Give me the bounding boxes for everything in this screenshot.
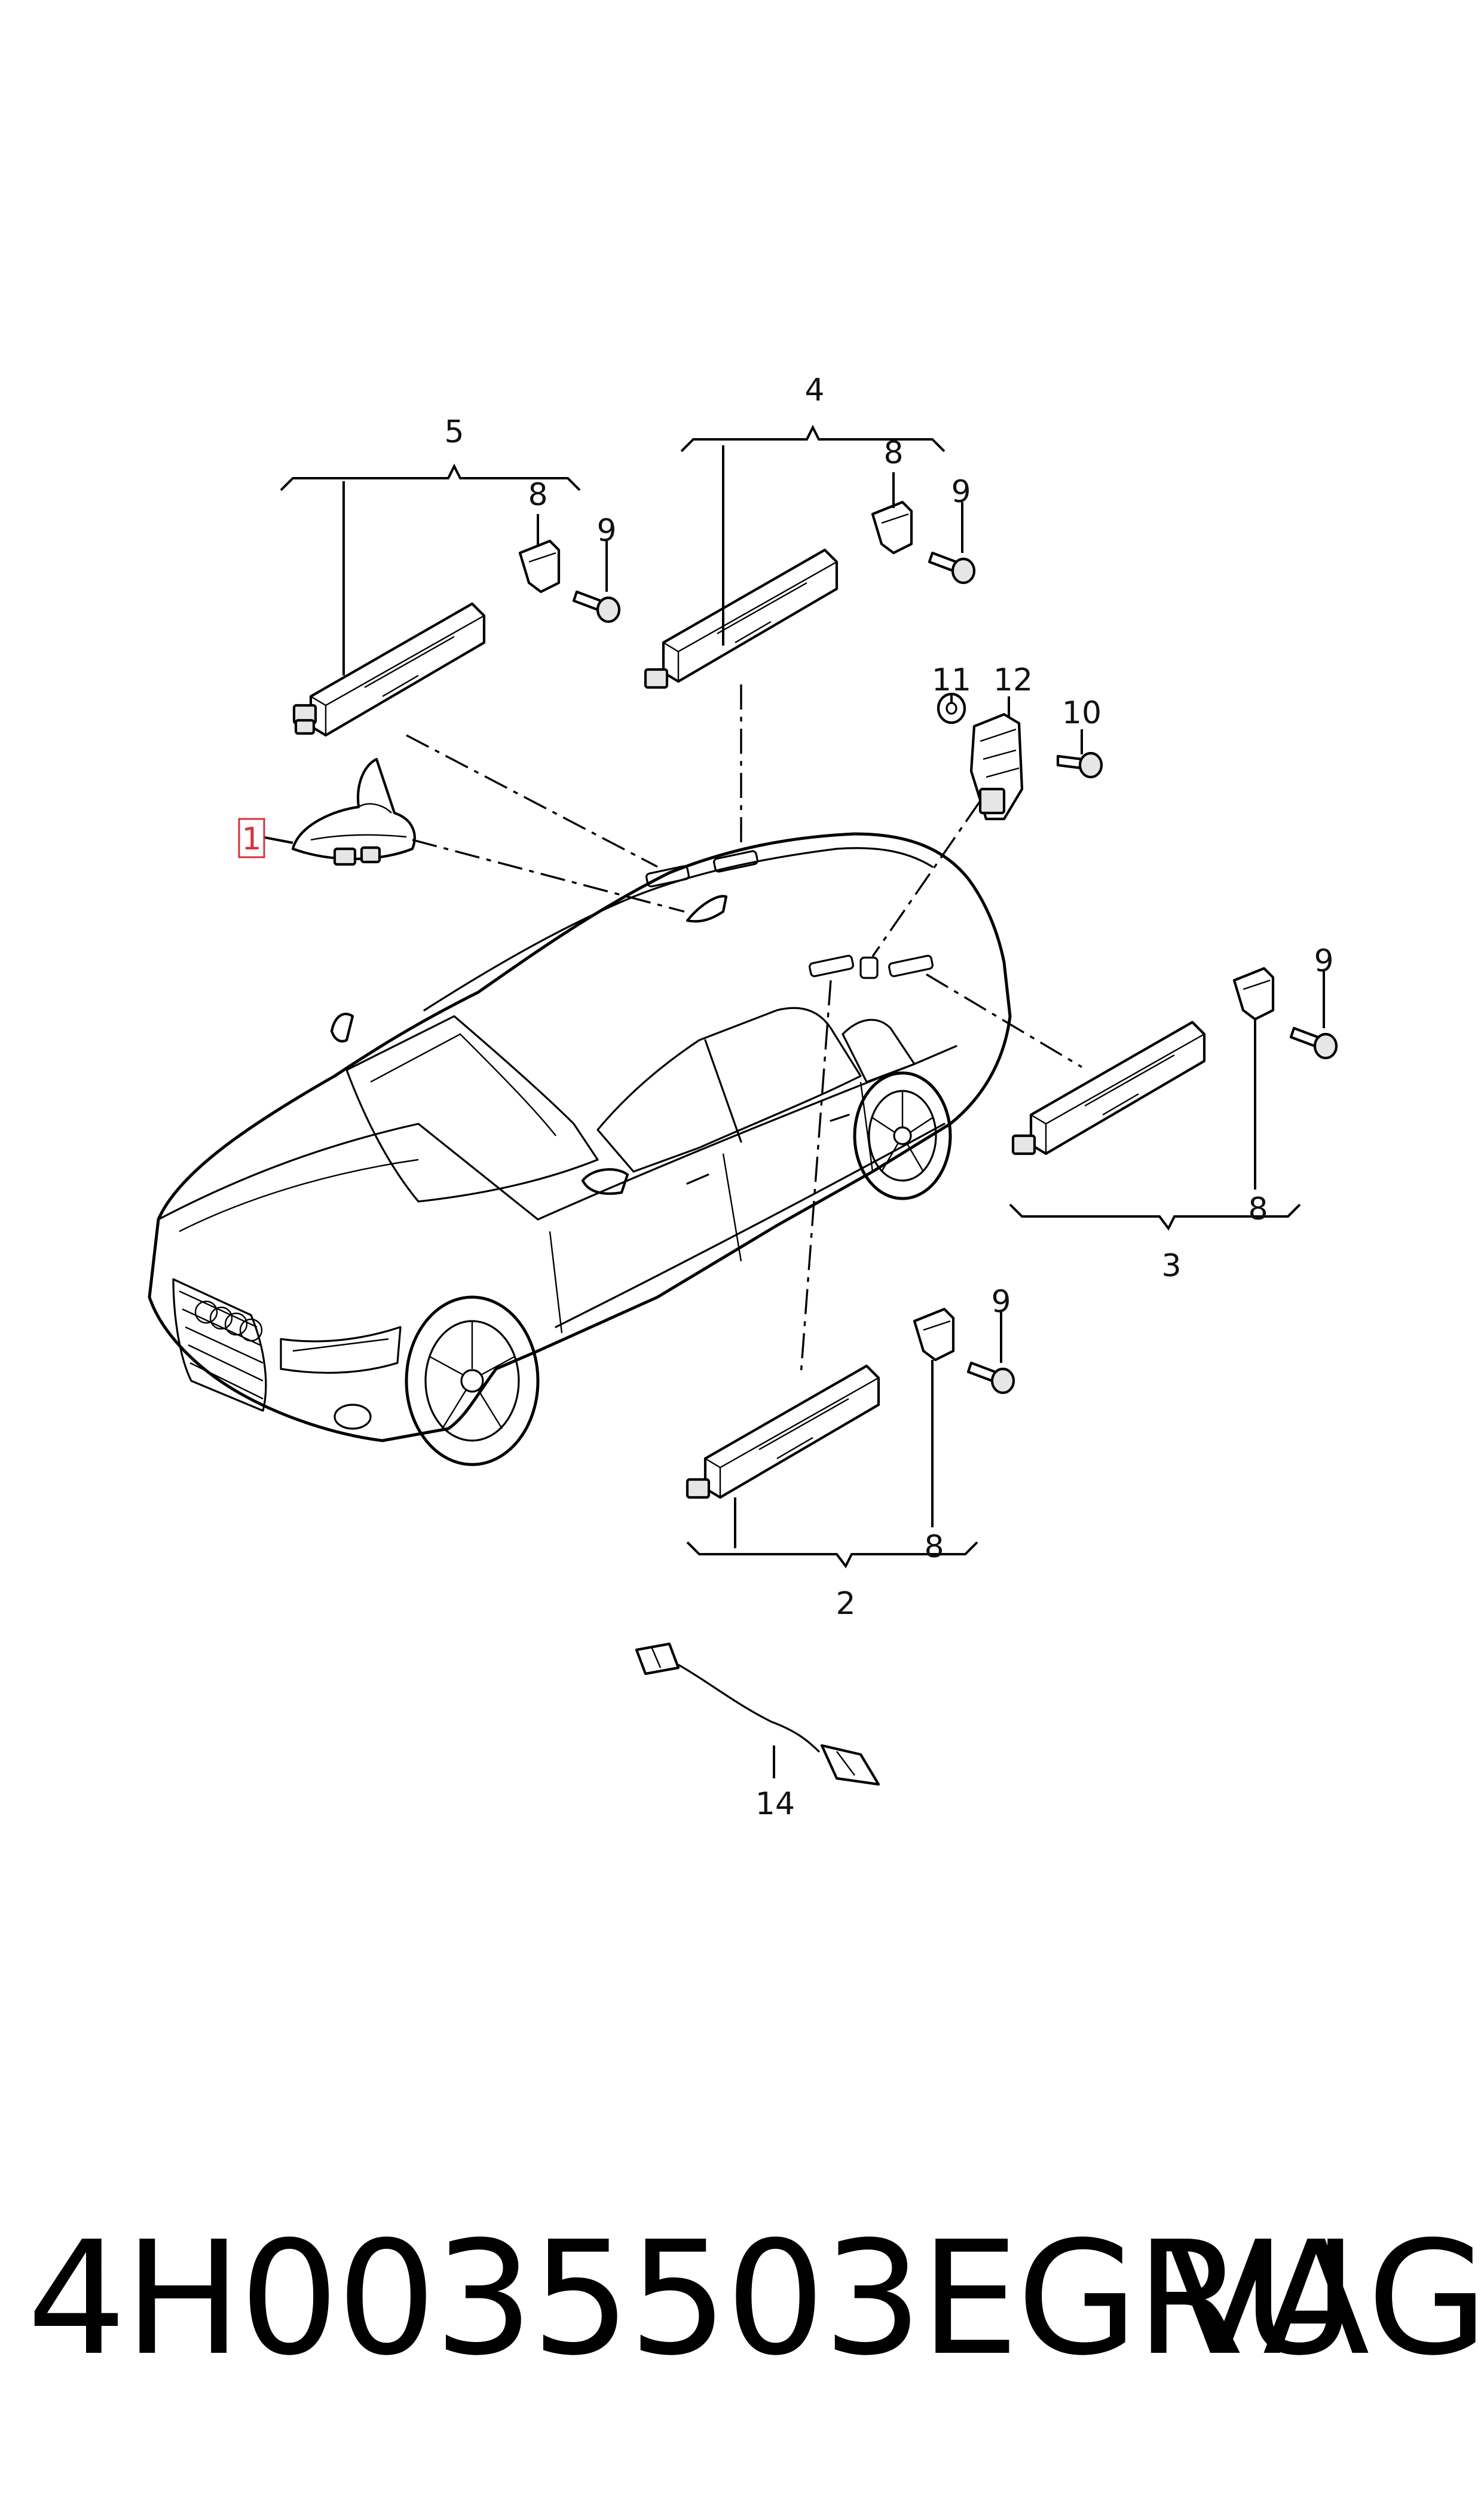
antenna-amplifier-5: [292, 602, 486, 737]
callout-8-top-center[interactable]: 8: [883, 435, 903, 471]
screw-9d: [966, 1361, 1015, 1395]
brand-label: VAG: [1165, 2208, 1484, 2390]
bracket-8b: [871, 500, 913, 555]
antenna-amplifier-4: [644, 548, 839, 689]
callout-5[interactable]: 5: [444, 414, 464, 450]
antenna-amplifier-3: [1011, 1020, 1206, 1155]
roof-antenna-part: [291, 757, 416, 866]
screw-9b: [928, 551, 976, 585]
callout-3[interactable]: 3: [1161, 1248, 1181, 1284]
part-number: 4H0035503EGRU: [27, 2208, 1357, 2390]
antenna-amplifier-2: [686, 1364, 880, 1499]
logo-rings: [194, 1300, 263, 1342]
callout-8-top-left[interactable]: 8: [528, 477, 547, 513]
callout-1-highlight: [238, 818, 265, 858]
callout-labels: 1 2 3 4 5 8 8 8 8 9 9 9 9 10 11 12 14: [238, 372, 1334, 1822]
callout-9-top-center[interactable]: 9: [951, 474, 971, 510]
callout-8-bottom[interactable]: 8: [924, 1529, 944, 1565]
screw-9a: [572, 590, 621, 623]
bolt-10: [1056, 751, 1103, 779]
callout-12[interactable]: 12: [993, 662, 1033, 698]
callout-4[interactable]: 4: [804, 372, 824, 408]
callout-1[interactable]: 1: [241, 821, 261, 857]
callout-11[interactable]: 11: [932, 662, 971, 698]
car-illustration: [148, 832, 1012, 1466]
holder-12: [969, 713, 1024, 821]
leader-lines: [264, 424, 1325, 1778]
bracket-8c: [1232, 967, 1275, 1021]
callout-9-right[interactable]: 9: [1314, 943, 1333, 979]
bracket-8a: [518, 539, 561, 594]
bracket-8d: [913, 1307, 955, 1362]
callout-10[interactable]: 10: [1062, 695, 1101, 731]
cable-14: [635, 1642, 880, 1786]
callout-9-top-left[interactable]: 9: [596, 513, 616, 549]
callout-14[interactable]: 14: [755, 1786, 795, 1822]
callout-2[interactable]: 2: [836, 1586, 855, 1622]
screw-9c: [1289, 1026, 1338, 1060]
callout-9-bottom[interactable]: 9: [991, 1284, 1011, 1320]
callout-8-right[interactable]: 8: [1248, 1191, 1268, 1227]
